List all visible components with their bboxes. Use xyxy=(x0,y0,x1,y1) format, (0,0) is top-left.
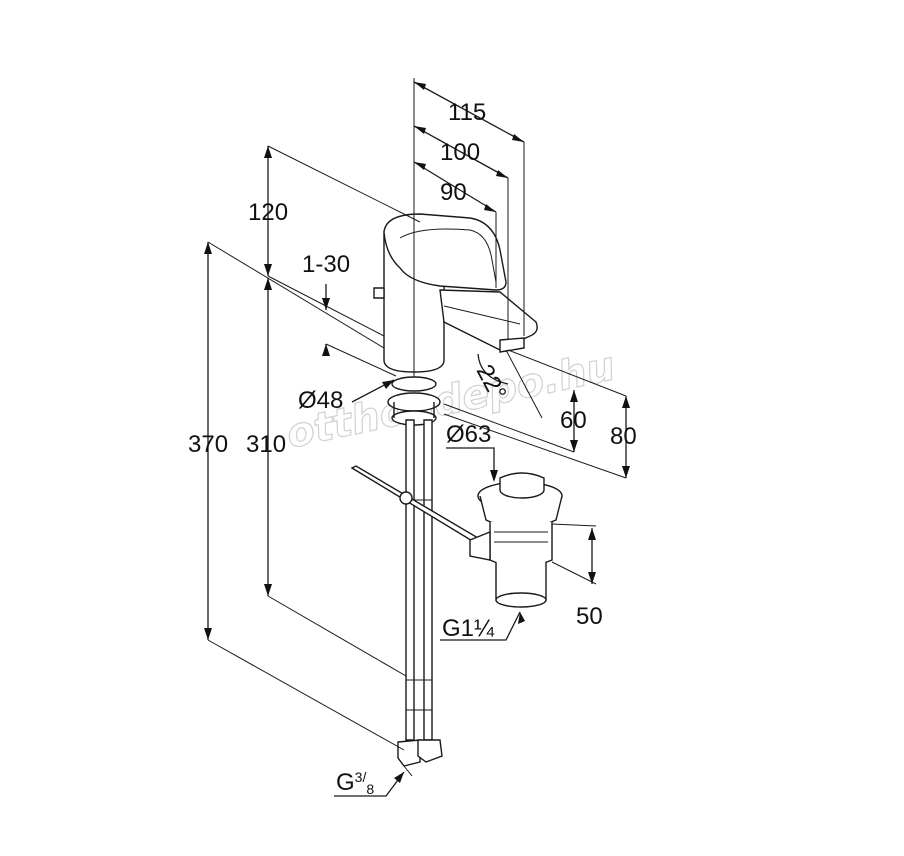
dim-diameter-63-label: Ø63 xyxy=(446,421,491,448)
popup-rod xyxy=(350,465,480,543)
dimension-lines xyxy=(207,80,627,797)
thread-g38-den: 8 xyxy=(366,781,374,797)
dim-1-30-label: 1-30 xyxy=(302,251,350,278)
faucet-body xyxy=(373,78,538,390)
dim-90-label: 90 xyxy=(440,179,467,206)
supply-hoses xyxy=(397,419,443,777)
dim-120-label: 120 xyxy=(248,199,288,226)
popup-waste xyxy=(469,472,563,608)
dim-310-label: 310 xyxy=(246,431,286,458)
thread-g1-fraction: ¼ xyxy=(474,615,495,642)
thread-g38-label: G3/8 xyxy=(336,769,374,797)
arrowheads xyxy=(204,82,630,783)
thread-g38-num: 3 xyxy=(355,769,363,785)
thread-g1-main: G1 xyxy=(442,615,474,642)
mounting-base xyxy=(387,376,441,426)
thread-g1-label: G1¼ xyxy=(442,615,495,642)
dim-diameter-48-label: Ø48 xyxy=(298,387,343,414)
dim-80-label: 80 xyxy=(610,423,637,450)
thread-g38-main: G xyxy=(336,769,355,796)
angle-arc xyxy=(477,353,509,385)
dim-115-label: 115 xyxy=(448,99,486,126)
dim-50-label: 50 xyxy=(576,603,603,630)
dim-370-label: 370 xyxy=(188,431,228,458)
dim-100-label: 100 xyxy=(440,139,480,166)
dim-60-label: 60 xyxy=(560,407,587,434)
